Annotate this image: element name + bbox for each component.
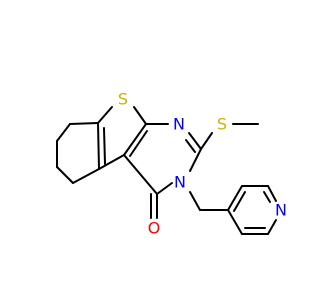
atom-label-o-carbonyl: O xyxy=(148,219,161,238)
bond-s-c8a xyxy=(133,106,147,125)
bond-c3a-c4a xyxy=(98,154,125,170)
atom-n-pyridine: N xyxy=(275,201,287,220)
bond-n3-c4 xyxy=(156,182,173,195)
atom-n-lower: N xyxy=(174,173,186,192)
bond-c5-c4 xyxy=(56,166,74,184)
bond-n1-c2 xyxy=(188,132,202,150)
bond-c4-c3a xyxy=(72,168,100,184)
molecule-structure: S N S N N O xyxy=(56,90,287,238)
bond-py-c5-c4 xyxy=(227,209,243,235)
atom-label-n-pyridine: N xyxy=(275,201,287,220)
atom-label-s-thioether: S xyxy=(217,115,227,134)
bond-py-c4-c3 xyxy=(227,185,243,211)
bond-n1-c2-inner xyxy=(185,139,196,153)
bond-c4-c4a xyxy=(123,154,158,195)
bond-c2-n3 xyxy=(189,148,202,172)
bond-c7a-s xyxy=(97,106,113,124)
bond-py-c4-c3-inner xyxy=(233,191,246,212)
bond-py-c2-n-inner xyxy=(263,191,271,203)
bond-c7a-c3a-inner xyxy=(103,127,106,165)
bond-py-c2-n xyxy=(267,185,277,202)
atom-layer: S N S N N O xyxy=(118,90,287,238)
atom-s-ring: S xyxy=(118,90,128,109)
atom-s-thioether: S xyxy=(217,115,227,134)
bond-n3-ch2 xyxy=(189,191,201,211)
bond-py-n-c6 xyxy=(267,219,277,235)
atom-o-carbonyl: O xyxy=(148,219,161,238)
bond-c4a-c8a-inner xyxy=(129,130,148,157)
atom-label-n-lower: N xyxy=(174,173,186,192)
bond-c4a-c8a xyxy=(123,123,147,156)
atom-label-n-upper: N xyxy=(173,115,185,134)
bond-layer xyxy=(56,106,277,235)
bond-c7a-c3a xyxy=(97,122,100,170)
bond-c7a-c7 xyxy=(69,122,99,125)
atom-n-upper: N xyxy=(173,115,185,134)
atom-label-s-ring: S xyxy=(118,90,128,109)
bond-c7-c6 xyxy=(56,123,71,142)
bond-c2-s xyxy=(200,132,213,150)
